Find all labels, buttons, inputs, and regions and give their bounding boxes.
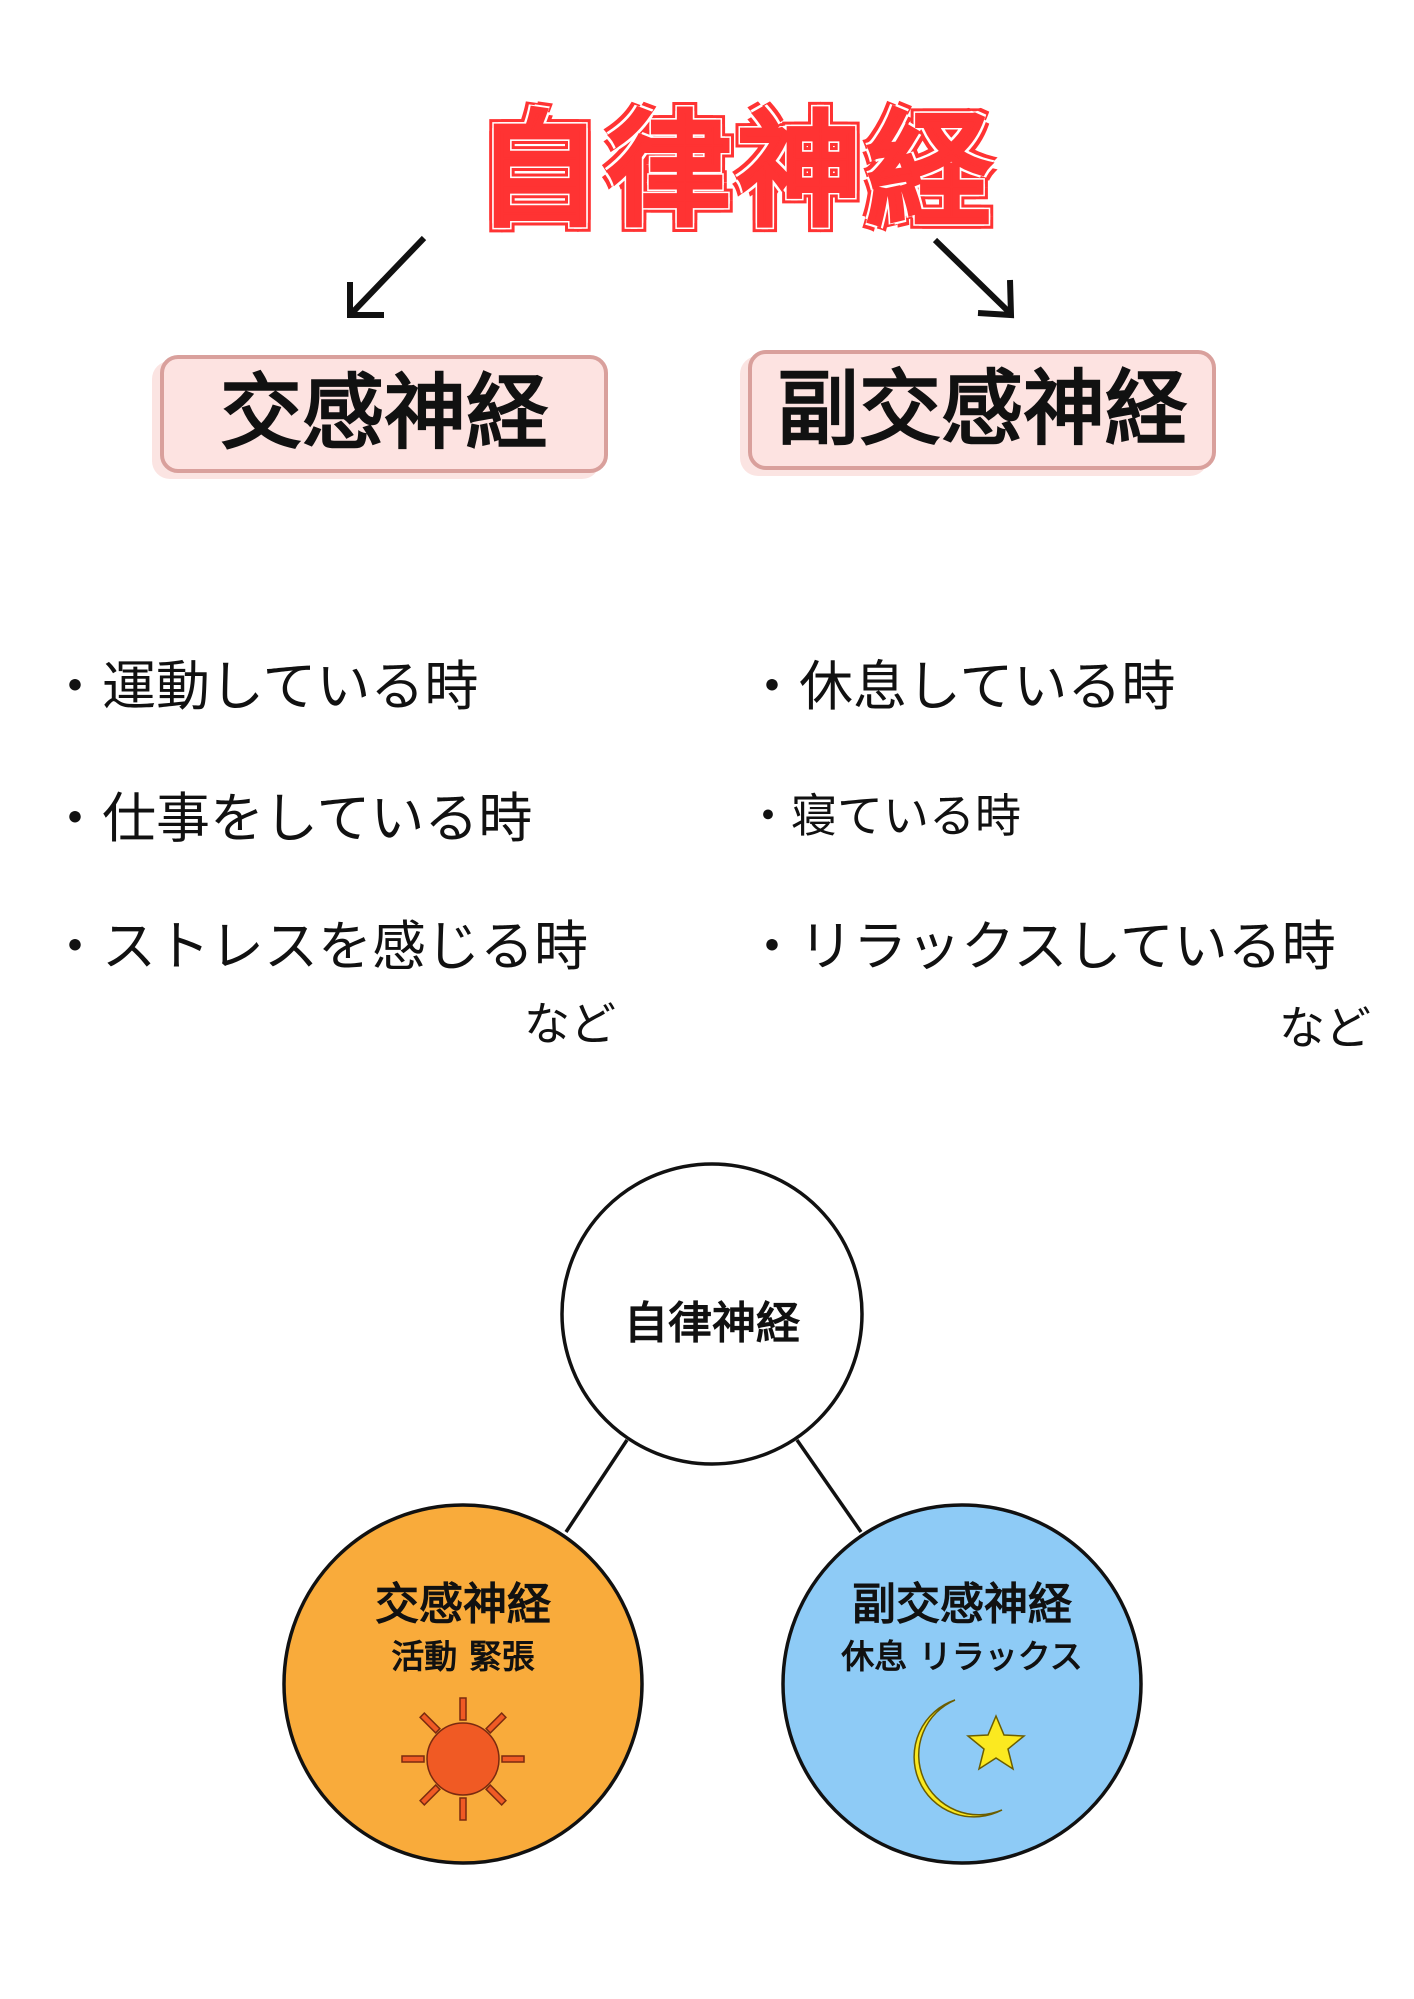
sympathetic-item: ・ストレスを感じる時: [48, 915, 588, 978]
sympathetic-etc: など: [524, 997, 616, 1051]
page-title: 自律神経: [475, 99, 997, 246]
connector-right: [795, 1439, 863, 1533]
parasympathetic-item: ・休息している時: [745, 655, 1176, 718]
sympathetic-circle-subtitle: 活動 緊張: [391, 1637, 535, 1676]
parasympathetic-etc: など: [1279, 1001, 1371, 1055]
parasympathetic-label: 副交感神経: [748, 350, 1216, 470]
parasympathetic-item: ・寝ている時: [745, 789, 1021, 843]
parasympathetic-circle-subtitle: 休息 リラックス: [841, 1637, 1083, 1676]
sympathetic-circle: [282, 1503, 644, 1865]
arrow-down-right-icon: [932, 237, 1015, 319]
sympathetic-label: 交感神経: [160, 355, 608, 473]
arrow-down-left-icon: [347, 235, 427, 318]
parasympathetic-circle: [781, 1503, 1143, 1865]
connector-left: [564, 1439, 629, 1533]
sun-icon: [401, 1697, 525, 1821]
sympathetic-circle-title: 交感神経: [375, 1579, 551, 1630]
parasympathetic-circle-title: 副交感神経: [852, 1579, 1072, 1630]
sympathetic-item: ・運動している時: [48, 655, 479, 718]
root-circle: [560, 1162, 864, 1466]
sympathetic-item: ・仕事をしている時: [48, 787, 533, 850]
root-circle-label: 自律神経: [624, 1298, 800, 1349]
parasympathetic-item: ・リラックスしている時: [745, 915, 1336, 978]
moon-star-icon: [913, 1699, 1026, 1818]
